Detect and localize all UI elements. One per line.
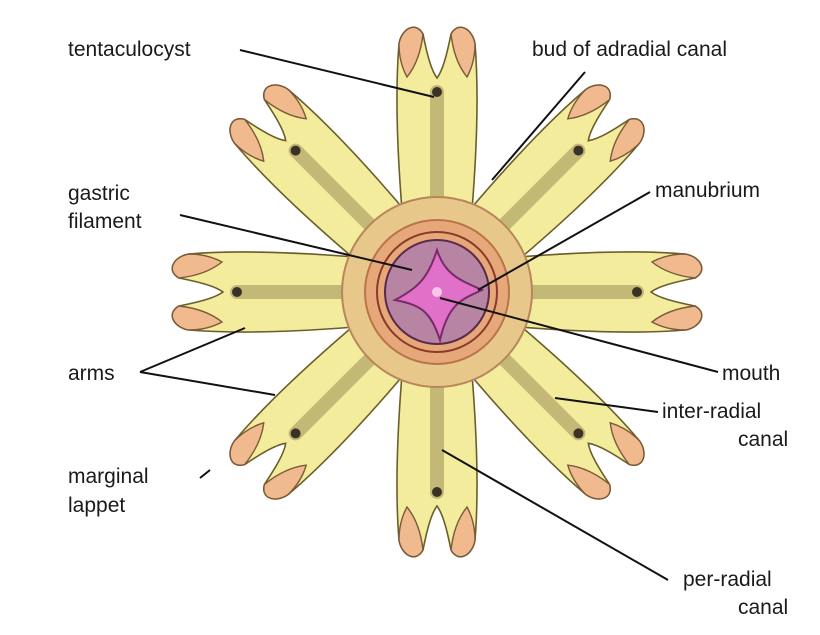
leader-marginal-lappet xyxy=(200,470,210,478)
leader-arms-1 xyxy=(140,328,245,372)
label-arms: arms xyxy=(68,362,115,385)
arm xyxy=(397,27,477,222)
label-lappet: lappet xyxy=(68,494,125,517)
central-disc xyxy=(342,197,532,387)
arm xyxy=(172,252,367,332)
label-mouth: mouth xyxy=(722,362,780,385)
label-marginal: marginal xyxy=(68,465,149,488)
label-per-radial-canal: canal xyxy=(738,596,788,619)
arm xyxy=(507,252,702,332)
arm xyxy=(397,362,477,557)
label-inter-radial: inter-radial xyxy=(662,400,761,423)
label-per-radial: per-radial xyxy=(683,568,772,591)
tentaculocyst-dot xyxy=(432,87,442,97)
tentaculocyst-dot xyxy=(232,287,242,297)
label-manubrium: manubrium xyxy=(655,179,760,202)
label-inter-radial-canal: canal xyxy=(738,428,788,451)
label-tentaculocyst: tentaculocyst xyxy=(68,38,191,61)
tentaculocyst-dot xyxy=(432,487,442,497)
label-filament: filament xyxy=(68,210,142,233)
mouth-center xyxy=(432,287,442,297)
label-bud-adradial: bud of adradial canal xyxy=(532,38,727,61)
tentaculocyst-dot xyxy=(632,287,642,297)
label-gastric: gastric xyxy=(68,182,130,205)
leader-arms-2 xyxy=(140,372,275,395)
